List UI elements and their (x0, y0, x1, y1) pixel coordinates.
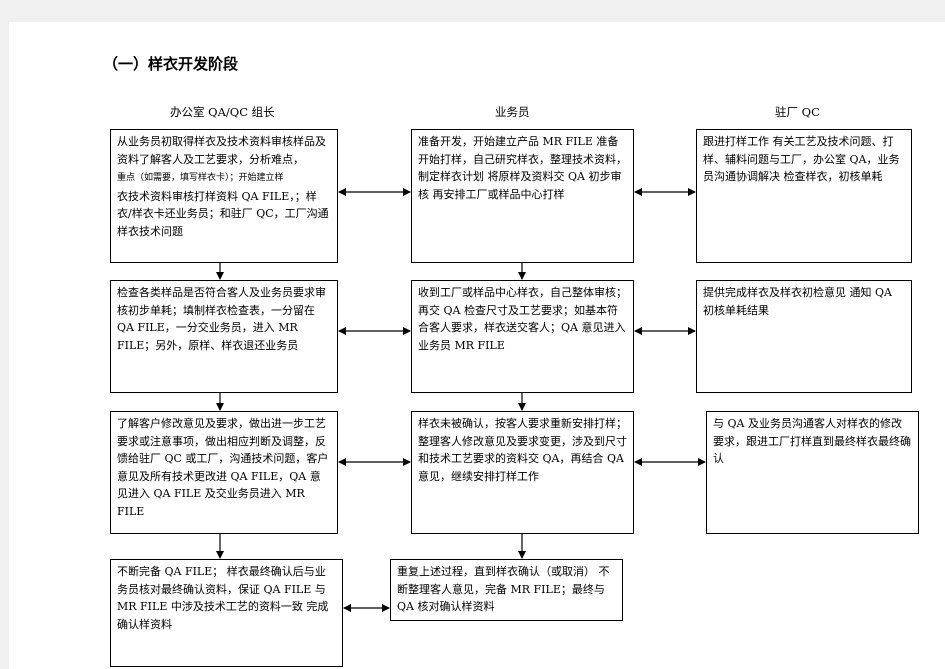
box-office-step-4: 不断完备 QA FILE； 样衣最终确认后与业务员核对最终确认资料，保证 QA … (110, 559, 343, 667)
box-office-step-2: 检查各类样品是否符合客人及业务员要求审核初步单耗；填制样衣检查表，一分留在 QA… (110, 280, 338, 393)
box-sales-step-3: 样衣未被确认，按客人要求重新安排打样；整理客人修改意见及要求变更，涉及到尺寸和技… (411, 411, 634, 534)
box-factory-step-3: 与 QA 及业务员沟通客人对样衣的修改要求，跟进工厂打样直到最终样衣最终确认 (706, 411, 919, 534)
box-sales-step-2: 收到工厂或样品中心样衣，自己整体审核；再交 QA 检查尺寸及工艺要求；如基本符合… (411, 280, 634, 393)
box-sales-step-4: 重复上述过程，直到样衣确认（或取消） 不断整理客人意见，完备 MR FILE；最… (390, 559, 623, 621)
box-office-step-1-text-a: 从业务员初取得样衣及技术资料审核样品及资料了解客人及工艺要求，分析难点， (117, 135, 326, 166)
box-factory-step-1: 跟进打样工作 有关工艺及技术问题、打样、辅料问题与工厂，办公室 QA，业务员沟通… (696, 129, 912, 263)
box-office-step-3: 了解客户修改意见及要求，做出进一步工艺要求或注意事项，做出相应判断及调整，反馈给… (110, 411, 338, 534)
column-header-sales: 业务员 (495, 105, 530, 119)
column-header-factory: 驻厂 QC (775, 105, 820, 119)
box-office-step-1: 从业务员初取得样衣及技术资料审核样品及资料了解客人及工艺要求，分析难点， 重点（… (110, 129, 338, 263)
box-sales-step-1: 准备开发，开始建立产品 MR FILE 准备开始打样，自己研究样衣，整理技术资料… (411, 129, 634, 263)
section-title: （一）样衣开发阶段 (103, 55, 239, 73)
box-factory-step-2: 提供完成样衣及样衣初检意见 通知 QA 初核单耗结果 (696, 280, 912, 393)
box-office-step-1-text-b: 衣技术资料审核打样资料 QA FILE，；样衣/样衣卡还业务员；和驻厂 QC，工… (117, 189, 329, 238)
column-header-office: 办公室 QA/QC 组长 (170, 105, 275, 119)
box-office-step-1-text-small: 重点（如需要，填写样衣卡）；开始建立样 (117, 173, 284, 183)
